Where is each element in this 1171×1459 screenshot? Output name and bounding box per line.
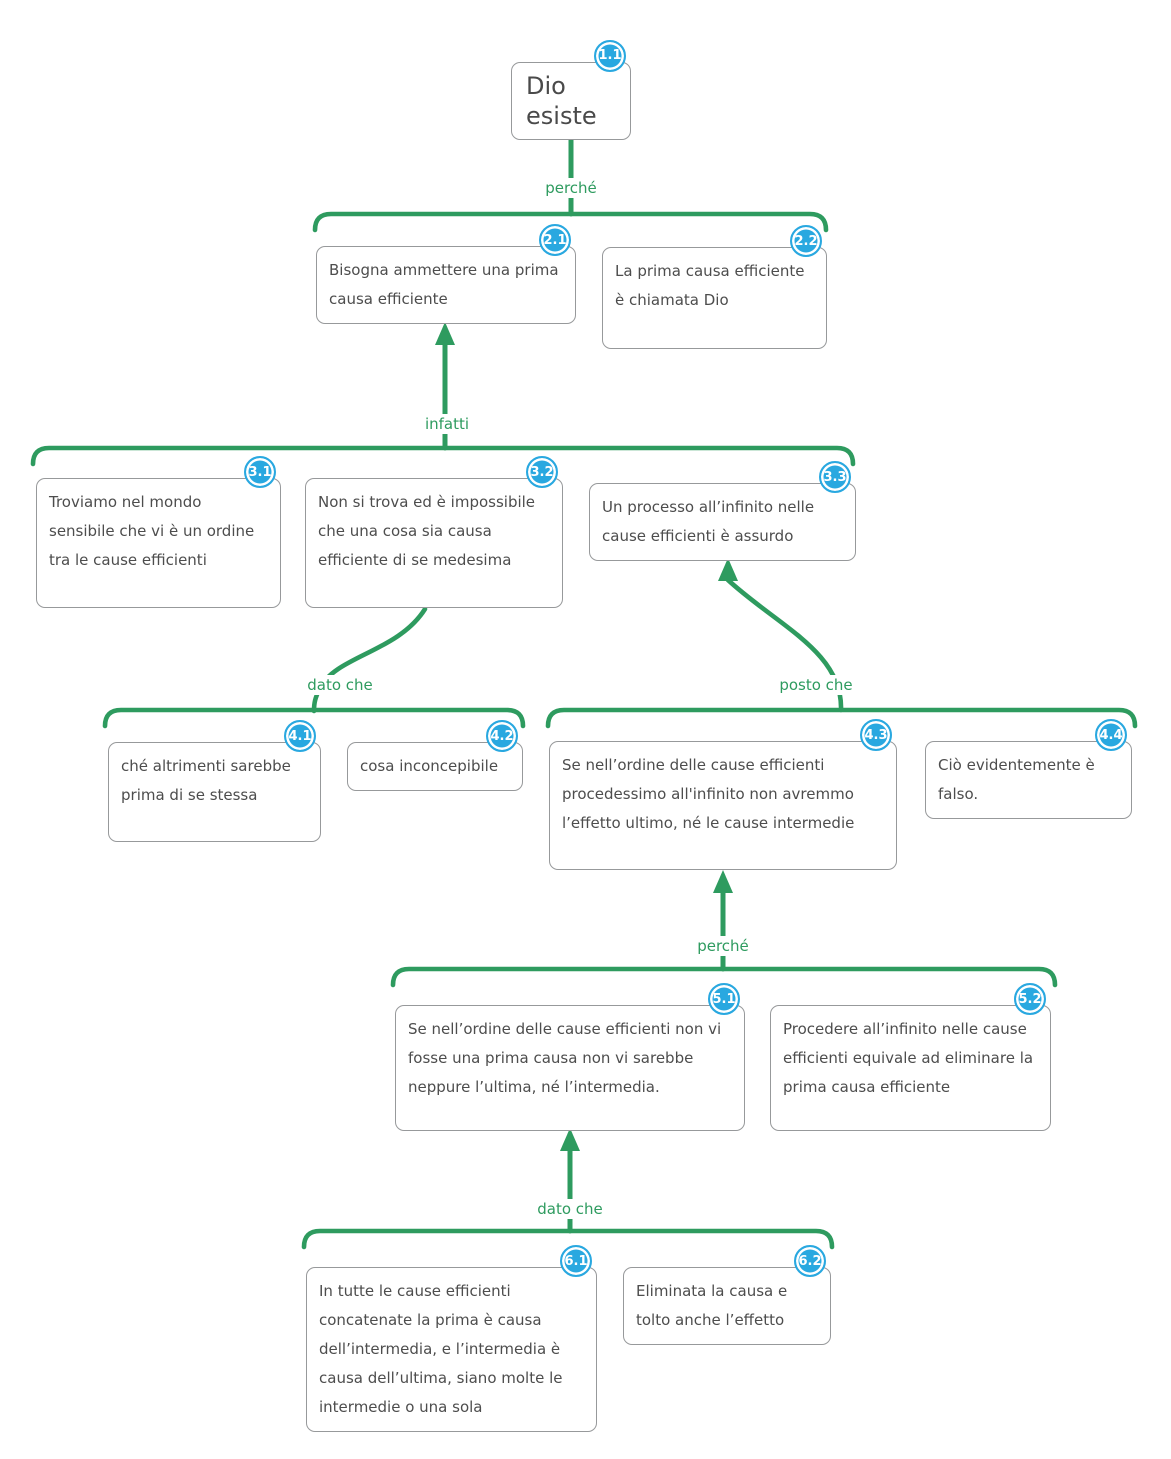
node-1-1[interactable]: 1.1 Dio esiste: [511, 40, 631, 140]
node-6-1[interactable]: 6.1 In tutte le cause efficienti concate…: [306, 1245, 597, 1432]
node-text-2-2: La prima causa efficiente è chiamata Dio: [615, 262, 805, 309]
edge-label-dato-che-2: dato che: [533, 1199, 607, 1219]
node-2-1[interactable]: 2.1 Bisogna ammettere una prima causa ef…: [316, 224, 576, 324]
arrowhead-to-4-3: [713, 870, 733, 893]
curve-to-3-2: [311, 606, 428, 714]
bracket-level-6: [301, 1228, 835, 1250]
node-text-5-2: Procedere all’infinito nelle cause effic…: [783, 1020, 1034, 1096]
node-text-3-3: Un processo all’infinito nelle cause eff…: [602, 498, 815, 545]
node-3-3[interactable]: 3.3 Un processo all’infinito nelle cause…: [589, 461, 856, 561]
bracket-level-5: [390, 966, 1058, 988]
node-badge-6-2: 6.2: [794, 1245, 826, 1277]
node-4-4[interactable]: 4.4 Ciò evidentemente è falso.: [925, 719, 1132, 819]
bracket-level-4b: [545, 707, 1138, 729]
node-5-2[interactable]: 5.2 Procedere all’infinito nelle cause e…: [770, 983, 1051, 1131]
node-text-3-1: Troviamo nel mondo sensibile che vi è un…: [49, 493, 255, 569]
node-badge-2-1: 2.1: [539, 224, 571, 256]
node-text-4-3: Se nell’ordine delle cause efficienti pr…: [562, 756, 855, 832]
node-badge-6-1: 6.1: [560, 1245, 592, 1277]
node-text-1-1: Dio esiste: [526, 72, 597, 130]
node-text-6-1: In tutte le cause efficienti concatenate…: [319, 1282, 563, 1416]
bracket-level-2: [312, 211, 829, 233]
arrowhead-to-5-1: [560, 1128, 580, 1151]
node-badge-4-2: 4.2: [486, 720, 518, 752]
node-badge-4-4: 4.4: [1095, 719, 1127, 751]
node-4-3[interactable]: 4.3 Se nell’ordine delle cause efficient…: [549, 719, 897, 870]
node-badge-5-2: 5.2: [1014, 983, 1046, 1015]
node-3-1[interactable]: 3.1 Troviamo nel mondo sensibile che vi …: [36, 456, 281, 608]
edge-label-infatti: infatti: [420, 414, 474, 434]
node-badge-3-2: 3.2: [526, 456, 558, 488]
node-text-4-1: ché altrimenti sarebbe prima di se stess…: [121, 757, 291, 804]
node-badge-2-2: 2.2: [790, 225, 822, 257]
edge-label-dato-che-1: dato che: [303, 675, 377, 695]
node-badge-3-3: 3.3: [819, 461, 851, 493]
node-4-1[interactable]: 4.1 ché altrimenti sarebbe prima di se s…: [108, 720, 321, 842]
node-6-2[interactable]: 6.2 Eliminata la causa e tolto anche l’e…: [623, 1245, 831, 1345]
node-3-2[interactable]: 3.2 Non si trova ed è impossibile che un…: [305, 456, 563, 608]
node-5-1[interactable]: 5.1 Se nell’ordine delle cause efficient…: [395, 983, 745, 1131]
node-badge-4-3: 4.3: [860, 719, 892, 751]
node-4-2[interactable]: 4.2 cosa inconcepibile: [347, 720, 523, 791]
node-text-2-1: Bisogna ammettere una prima causa effici…: [329, 261, 559, 308]
node-badge-1-1: 1.1: [594, 40, 626, 72]
arrowhead-to-3-3: [718, 558, 738, 581]
bracket-level-3: [30, 445, 856, 467]
node-text-6-2: Eliminata la causa e tolto anche l’effet…: [636, 1282, 788, 1329]
node-text-3-2: Non si trova ed è impossibile che una co…: [318, 493, 536, 569]
node-text-5-1: Se nell’ordine delle cause efficienti no…: [408, 1020, 722, 1096]
edge-label-posto-che: posto che: [775, 675, 857, 695]
bracket-level-4a: [102, 707, 526, 729]
node-badge-4-1: 4.1: [284, 720, 316, 752]
edge-label-perche-2: perché: [693, 936, 753, 956]
node-text-4-4: Ciò evidentemente è falso.: [938, 756, 1095, 803]
node-badge-5-1: 5.1: [708, 983, 740, 1015]
edge-label-perche-1: perché: [541, 178, 601, 198]
arrowhead-to-2-1: [435, 322, 455, 345]
node-2-2[interactable]: 2.2 La prima causa efficiente è chiamata…: [602, 225, 827, 349]
node-text-4-2: cosa inconcepibile: [360, 757, 499, 775]
node-badge-3-1: 3.1: [244, 456, 276, 488]
